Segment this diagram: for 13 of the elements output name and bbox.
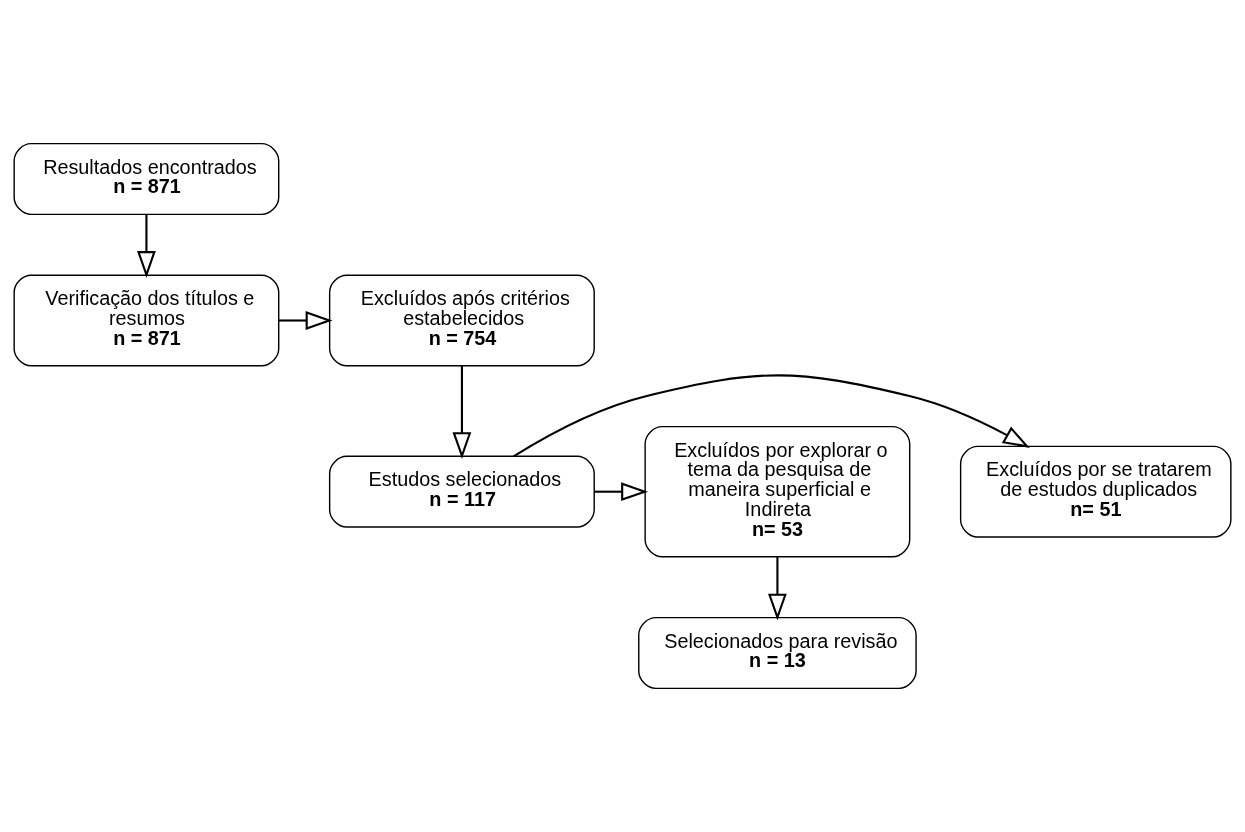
node-box: Excluídos após critérios estabelecidos n = 754 (328, 274, 595, 367)
arrow (768, 557, 787, 621)
arrow (594, 482, 649, 502)
node-box: Excluídos por se tratarem de estudos duplicados n= 51 (959, 445, 1232, 538)
node-box: Verificação dos títulos e resumos n = 871 (13, 274, 280, 367)
node-box: Excluídos por explorar o tema da pesquisa de maneira superficial e Indireta n= 53 (644, 425, 911, 558)
arrow (452, 366, 472, 460)
node-box: Estudos selecionados n = 117 (328, 455, 595, 528)
arrow (513, 374, 1030, 458)
node-box: Resultados encontrados n = 871 (13, 142, 280, 216)
arrow (278, 311, 333, 330)
arrow (137, 214, 156, 278)
node-box: Selecionados para revisão n = 13 (638, 616, 917, 690)
